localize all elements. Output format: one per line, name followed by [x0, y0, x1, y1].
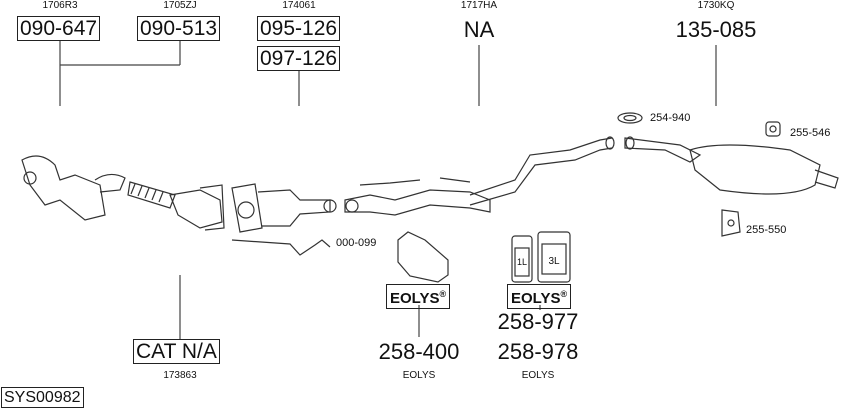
flex-pipe-part [127, 181, 225, 231]
part-number[interactable]: 135-085 [675, 17, 757, 42]
part-number-box[interactable]: 097-126 [257, 46, 341, 71]
part-number-box[interactable]: 090-513 [137, 16, 221, 41]
eolys-logo: EOLYS® [386, 284, 451, 309]
bottle-3l-label: 3L [548, 256, 560, 267]
cat-box[interactable]: CAT N/A [133, 339, 220, 364]
part-number[interactable]: 258-400 [378, 339, 460, 364]
part-number[interactable]: NA [463, 17, 495, 42]
fluid-bottles [511, 231, 571, 283]
system-id: SYS00982 [1, 387, 84, 408]
small-part-number[interactable]: 255-546 [790, 127, 831, 139]
caption: EOLYS [402, 370, 436, 381]
part-number[interactable]: 258-978 [497, 339, 579, 364]
leader-lines [59, 41, 717, 339]
clamp-part [617, 112, 643, 124]
ref-label: 174061 [282, 0, 316, 11]
ref-label: 1730KQ [697, 0, 735, 11]
catalyst-part [231, 183, 337, 233]
part-number[interactable]: 258-977 [497, 309, 579, 334]
small-part-number[interactable]: 000-099 [336, 237, 377, 249]
part-number-box[interactable]: 090-647 [17, 16, 101, 41]
hanger-255-546 [765, 121, 781, 137]
caption: EOLYS [521, 370, 555, 381]
small-part-number[interactable]: 255-550 [746, 224, 787, 236]
additive-tank [397, 231, 449, 283]
rear-muffler-part [624, 136, 839, 195]
ref-label: 173863 [163, 370, 197, 381]
eolys-logo: EOLYS® [507, 284, 572, 309]
hanger-255-550 [721, 209, 741, 237]
manifold-part [21, 155, 126, 221]
ref-label: 1706R3 [42, 0, 78, 11]
bottle-1l-label: 1L [517, 257, 527, 267]
part-number-box[interactable]: 095-126 [257, 16, 341, 41]
center-pipe-part [344, 136, 615, 216]
ref-label: 1705ZJ [163, 0, 197, 11]
ref-label: 1717HA [460, 0, 498, 11]
sensor-wire [231, 239, 331, 256]
small-part-number[interactable]: 254-940 [650, 112, 691, 124]
